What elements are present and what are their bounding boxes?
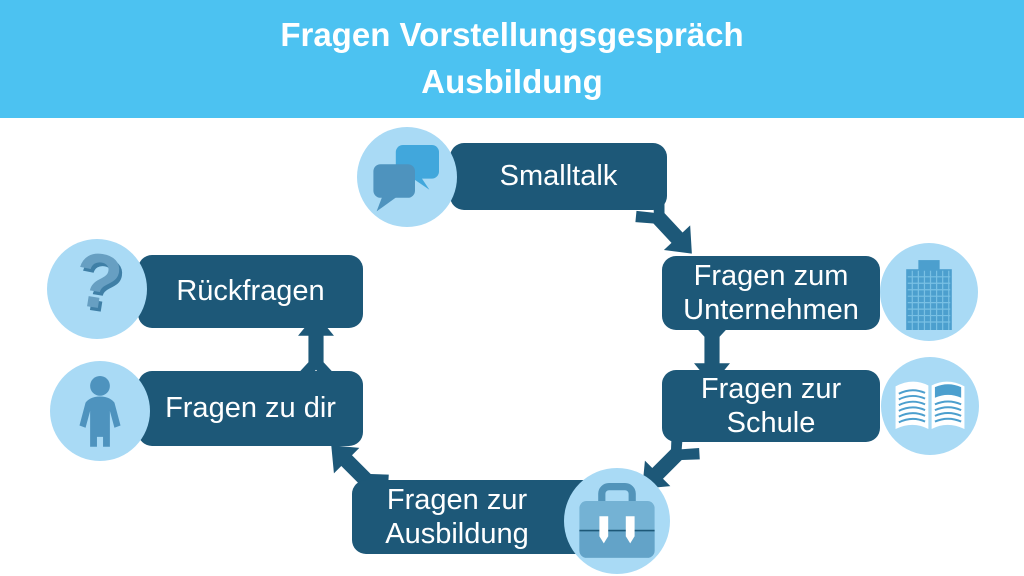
flow-arrow-schule-to-ausbildung-icon xyxy=(624,421,710,507)
node-label: Rückfragen xyxy=(176,275,325,308)
node-label: Smalltalk xyxy=(499,160,618,193)
briefcase-icon xyxy=(579,483,655,558)
node-label-line1: Fragen zur xyxy=(700,372,842,405)
icon-circle-unternehmen xyxy=(880,243,978,341)
flow-arrow-unternehmen-to-schule-icon xyxy=(686,315,738,385)
node-label-line2: Unternehmen xyxy=(683,294,859,326)
node-fragen-zum-unternehmen: Fragen zum Unternehmen xyxy=(662,256,880,330)
header-banner: Fragen Vorstellungsgespräch Ausbildung xyxy=(0,0,1024,118)
person-icon xyxy=(79,376,121,447)
node-label: Fragen zu dir xyxy=(165,392,336,425)
flow-arrow-ausbildung-to-dir-icon xyxy=(313,427,399,513)
building-icon xyxy=(906,260,952,330)
open-book-icon xyxy=(895,381,965,429)
node-fragen-zu-dir: Fragen zu dir xyxy=(138,371,363,446)
node-rueckfragen: Rückfragen xyxy=(138,255,363,328)
page-title-line1: Fragen Vorstellungsgespräch xyxy=(280,16,744,54)
node-label-line1: Fragen zur xyxy=(386,483,528,516)
icon-circle-rueckfragen: ? ? xyxy=(47,239,147,339)
node-label-line2: Ausbildung xyxy=(385,518,529,550)
page-title-line2: Ausbildung xyxy=(421,63,603,100)
icon-circle-dir xyxy=(50,361,150,461)
node-fragen-zur-ausbildung: Fragen zur Ausbildung xyxy=(352,480,654,554)
question-mark-icon: ? ? xyxy=(68,247,131,331)
node-smalltalk: Smalltalk xyxy=(450,143,667,210)
node-label-line2: Schule xyxy=(726,407,816,439)
icon-circle-smalltalk xyxy=(357,127,457,227)
icon-circle-schule xyxy=(881,357,979,455)
node-label-line1: Fragen zum xyxy=(693,259,849,292)
speech-bubbles-icon xyxy=(373,145,439,212)
node-fragen-zur-schule: Fragen zur Schule xyxy=(662,370,880,442)
flow-arrow-smalltalk-to-unternehmen-icon xyxy=(625,185,711,272)
icon-circle-ausbildung xyxy=(564,468,670,574)
flow-arrow-dir-to-rueckfragen-icon xyxy=(290,314,342,384)
